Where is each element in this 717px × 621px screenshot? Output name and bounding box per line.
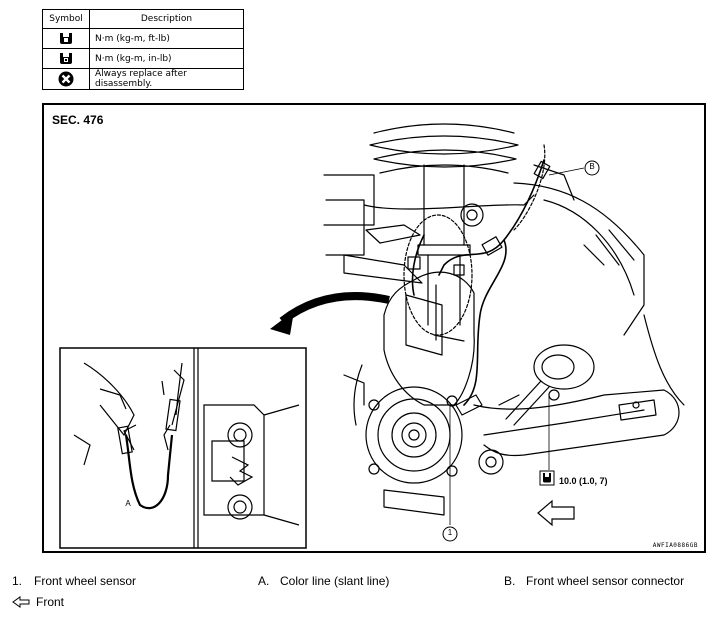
legend-text: Color line (slant line) bbox=[280, 574, 390, 588]
wheel-hub bbox=[343, 364, 463, 516]
callout-circle-b bbox=[584, 160, 600, 176]
stabilizer-link bbox=[498, 344, 595, 426]
legend-item-1: 1. Front wheel sensor bbox=[12, 574, 136, 588]
symbol-description: N·m (kg-m, in-lb) bbox=[89, 48, 244, 69]
callout-b-label: B bbox=[589, 162, 595, 171]
legend-text: Front wheel sensor bbox=[34, 574, 137, 588]
inset-pointer-arrow bbox=[270, 292, 390, 335]
replace-x-icon bbox=[58, 71, 74, 87]
symbol-row: N·m (kg-m, in-lb) bbox=[42, 48, 244, 69]
suspension-illustration bbox=[59, 123, 685, 549]
callout-a-label: A bbox=[125, 499, 131, 508]
torque-value: 10.0 (1.0, 7) bbox=[559, 476, 608, 486]
torque-wrench-icon bbox=[539, 470, 555, 486]
legend-text: Front bbox=[36, 595, 65, 609]
symbol-description: N·m (kg-m, ft-lb) bbox=[89, 28, 244, 49]
description-header: Description bbox=[89, 9, 244, 29]
callout-1-label: 1 bbox=[447, 528, 453, 537]
body-frame bbox=[323, 164, 685, 406]
symbol-description: Always replace after disassembly. bbox=[89, 68, 244, 90]
symbol-row: N·m (kg-m, ft-lb) bbox=[42, 28, 244, 49]
legend-front: Front bbox=[12, 595, 64, 609]
harness-clips bbox=[407, 160, 551, 276]
legend-item-b: B. Front wheel sensor connector bbox=[504, 574, 684, 588]
callout-circle-1 bbox=[442, 526, 458, 542]
legend-number: B. bbox=[504, 574, 516, 588]
figure-code: AWFIA0886GB bbox=[652, 542, 698, 549]
symbol-table-header: Symbol Description bbox=[42, 9, 244, 29]
illustration-frame: SEC. 476 bbox=[42, 103, 706, 553]
steering-knuckle bbox=[383, 271, 475, 406]
symbol-table: Symbol Description N·m (kg-m, ft-lb) N·m… bbox=[42, 9, 244, 90]
color-line-marking bbox=[403, 144, 546, 336]
coil-spring bbox=[369, 123, 519, 174]
torque-wrench-small-icon bbox=[60, 52, 72, 64]
legend-number: 1. bbox=[12, 574, 23, 588]
front-arrow-icon bbox=[537, 499, 575, 527]
section-label: SEC. 476 bbox=[52, 113, 104, 127]
detail-inset bbox=[59, 347, 307, 549]
legend-number: A. bbox=[258, 574, 270, 588]
legend-item-a: A. Color line (slant line) bbox=[258, 574, 389, 588]
front-arrow-icon bbox=[12, 596, 30, 608]
torque-wrench-icon bbox=[60, 32, 72, 44]
symbol-header: Symbol bbox=[42, 9, 90, 29]
legend-text: Front wheel sensor connector bbox=[526, 574, 685, 588]
sensor-harness bbox=[411, 159, 545, 406]
symbol-row: Always replace after disassembly. bbox=[42, 68, 244, 90]
wheel-sensor bbox=[455, 394, 483, 416]
